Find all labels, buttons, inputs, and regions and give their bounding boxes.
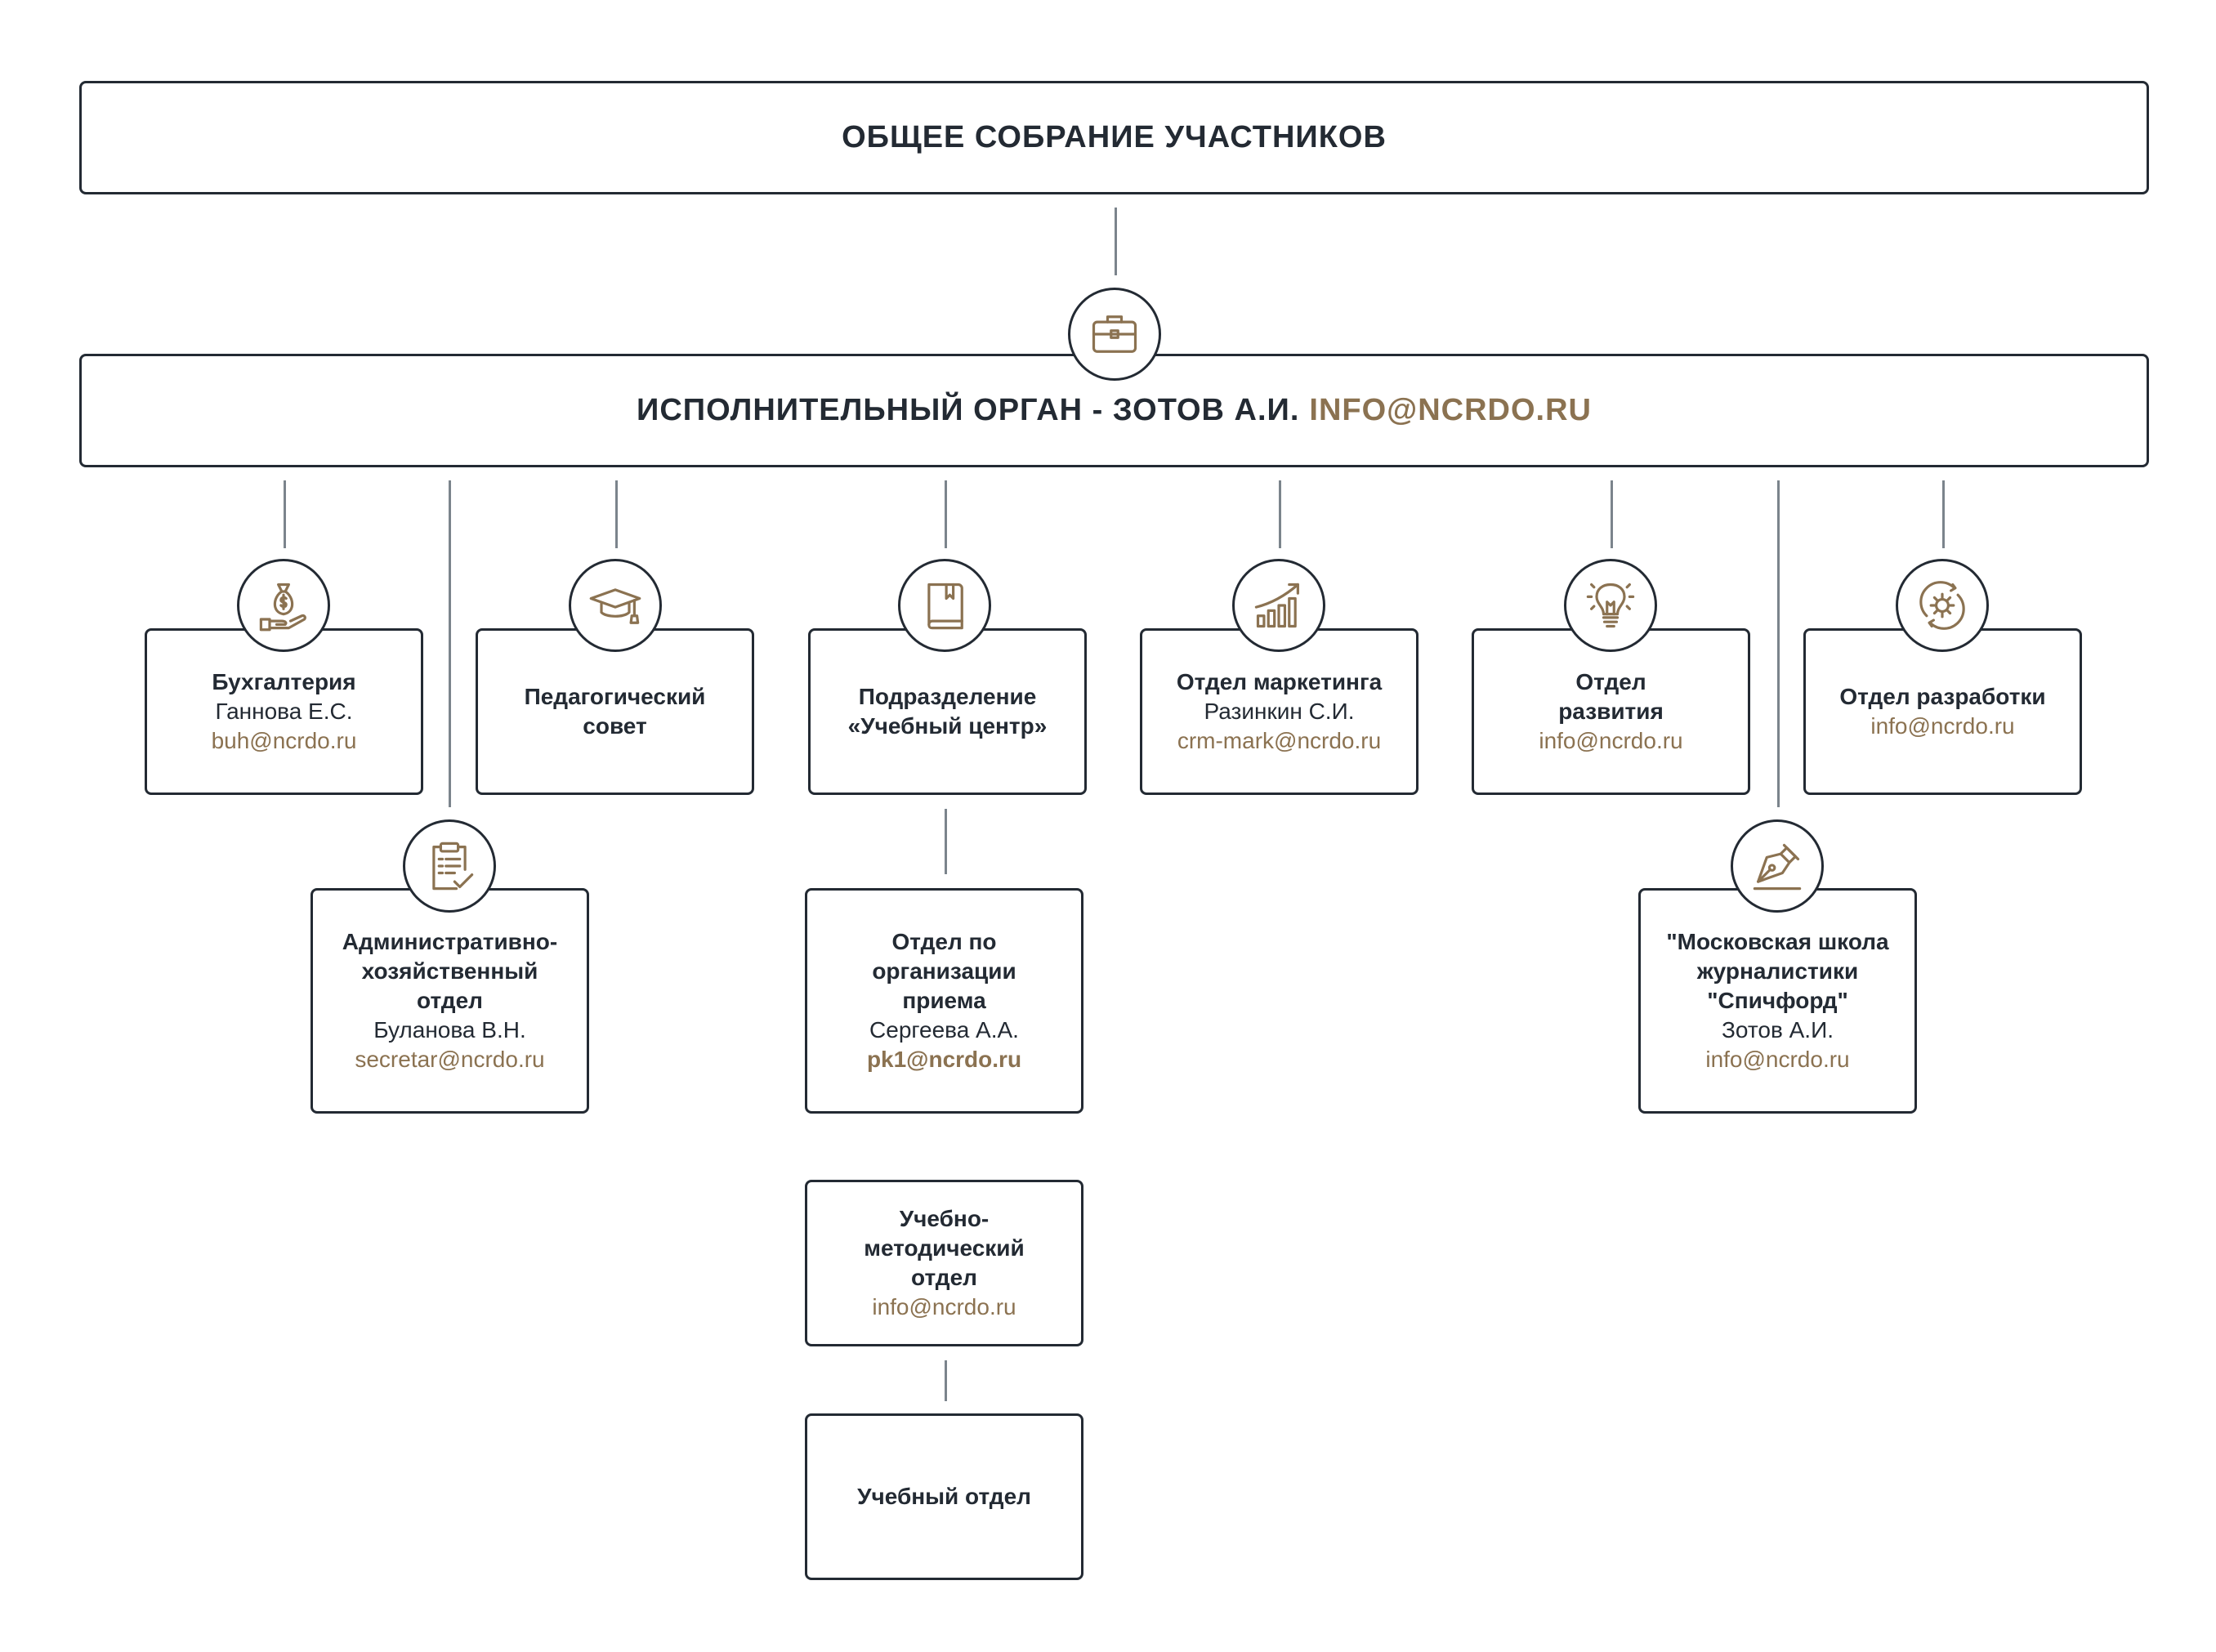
engineering-icon-circle xyxy=(1896,559,1989,652)
admin-box: Административно-хозяйственный отдел Була… xyxy=(311,888,589,1114)
education-box: Учебный отдел xyxy=(805,1413,1083,1580)
admissions-email[interactable]: pk1@ncrdo.ru xyxy=(866,1047,1022,1072)
general-meeting-title: ОБЩЕЕ СОБРАНИЕ УЧАСТНИКОВ xyxy=(842,120,1387,154)
executive-title: ИСПОЛНИТЕЛЬНЫЙ ОРГАН - ЗОТОВ А.И. xyxy=(637,393,1300,427)
admissions-person: Сергеева А.А. xyxy=(869,1017,1019,1043)
pedagogical-icon-circle xyxy=(569,559,662,652)
methodical-title: Учебно-методический отдел xyxy=(864,1206,1025,1290)
journalism-box: "Московская школа журналистики "Спичфорд… xyxy=(1638,888,1917,1114)
admin-email[interactable]: secretar@ncrdo.ru xyxy=(355,1047,545,1072)
admissions-box: Отдел по организации приема Сергеева А.А… xyxy=(805,888,1083,1114)
methodical-box: Учебно-методический отдел info@ncrdo.ru xyxy=(805,1180,1083,1346)
engineering-email[interactable]: info@ncrdo.ru xyxy=(1870,713,2015,739)
connector-meeting-executive xyxy=(1115,208,1117,275)
training-center-title: Подразделение «Учебный центр» xyxy=(847,684,1048,739)
connector-training-center xyxy=(945,480,947,548)
development-email[interactable]: info@ncrdo.ru xyxy=(1539,728,1683,753)
development-box: Отдел развития info@ncrdo.ru xyxy=(1472,628,1750,795)
methodical-email[interactable]: info@ncrdo.ru xyxy=(872,1294,1016,1319)
marketing-person: Разинкин С.И. xyxy=(1204,699,1355,724)
connector-engineering xyxy=(1942,480,1945,548)
pedagogical-box: Педагогический совет xyxy=(476,628,754,795)
accounting-title: Бухгалтерия xyxy=(212,669,356,694)
admin-icon-circle xyxy=(403,819,496,913)
development-icon-circle xyxy=(1564,559,1657,652)
education-title: Учебный отдел xyxy=(857,1484,1031,1509)
accounting-icon-circle xyxy=(237,559,330,652)
connector-accounting xyxy=(284,480,286,548)
admin-person: Буланова В.Н. xyxy=(373,1017,526,1043)
engineering-title: Отдел разработки xyxy=(1839,684,2046,709)
money-bag-hand-icon xyxy=(259,583,306,632)
connector-training-admissions xyxy=(945,809,947,874)
accounting-person: Ганнова Е.С. xyxy=(215,699,353,724)
executive-email[interactable]: INFO@NCRDO.RU xyxy=(1309,393,1592,427)
book-icon xyxy=(927,583,963,630)
training-center-icon-circle xyxy=(898,559,991,652)
accounting-email[interactable]: buh@ncrdo.ru xyxy=(211,728,357,753)
fountain-pen-icon xyxy=(1753,843,1802,891)
accounting-box: Бухгалтерия Ганнова Е.С. buh@ncrdo.ru xyxy=(145,628,423,795)
connector-marketing xyxy=(1279,480,1281,548)
connector-development xyxy=(1611,480,1613,548)
journalism-icon-circle xyxy=(1731,819,1824,913)
development-title: Отдел развития xyxy=(1558,669,1664,724)
connector-journalism xyxy=(1777,480,1780,807)
general-meeting-box: ОБЩЕЕ СОБРАНИЕ УЧАСТНИКОВ xyxy=(79,81,2149,194)
training-center-box: Подразделение «Учебный центр» xyxy=(808,628,1087,795)
connector-admin xyxy=(449,480,451,807)
marketing-email[interactable]: crm-mark@ncrdo.ru xyxy=(1177,728,1382,753)
briefcase-icon xyxy=(1092,315,1137,353)
marketing-icon-circle xyxy=(1232,559,1325,652)
marketing-title: Отдел маркетинга xyxy=(1176,669,1383,694)
executive-icon-circle xyxy=(1068,288,1161,381)
admissions-title: Отдел по организации приема xyxy=(872,929,1016,1013)
journalism-person: Зотов А.И. xyxy=(1722,1017,1834,1043)
journalism-email[interactable]: info@ncrdo.ru xyxy=(1705,1047,1850,1072)
graduation-cap-icon xyxy=(589,588,641,624)
connector-pedagogical xyxy=(615,480,618,548)
pedagogical-title: Педагогический совет xyxy=(524,684,706,739)
gear-cycle-icon xyxy=(1919,581,1965,630)
admin-title: Административно-хозяйственный отдел xyxy=(342,929,558,1013)
clipboard-check-icon xyxy=(432,842,474,891)
lightbulb-icon xyxy=(1586,583,1635,628)
connector-methodical-education xyxy=(945,1360,947,1401)
marketing-box: Отдел маркетинга Разинкин С.И. crm-mark@… xyxy=(1140,628,1419,795)
growth-chart-icon xyxy=(1254,583,1299,628)
journalism-title: "Московская школа журналистики "Спичфорд… xyxy=(1666,929,1889,1013)
engineering-box: Отдел разработки info@ncrdo.ru xyxy=(1803,628,2082,795)
